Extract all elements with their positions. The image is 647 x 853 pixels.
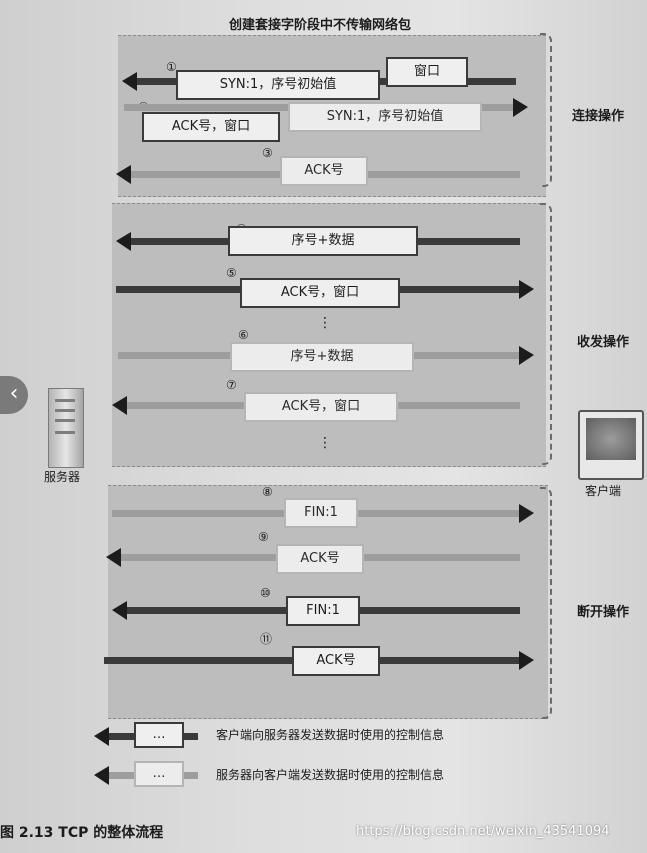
segment-box: ACK号 xyxy=(292,646,380,676)
brace-transfer xyxy=(540,203,552,465)
client-label: 客户端 xyxy=(585,484,622,498)
step-number: ⑥ xyxy=(238,328,249,342)
step-number: ⑤ xyxy=(226,266,237,280)
section-label: 连接操作 xyxy=(572,109,625,124)
segment-box: FIN:1 xyxy=(284,498,358,528)
diagram-title: 创建套接字阶段中不传输网络包 xyxy=(228,18,411,33)
step-number: ⑩ xyxy=(260,586,271,600)
legend-box: … xyxy=(134,722,184,748)
step-number: ⑦ xyxy=(226,378,237,392)
section-label: 断开操作 xyxy=(577,605,630,620)
back-nav-button[interactable]: ‹ xyxy=(0,376,28,414)
segment-box: ACK号，窗口 xyxy=(244,392,398,422)
figure-caption: 图 2.13 TCP 的整体流程 xyxy=(0,825,164,841)
segment-box: 窗口 xyxy=(386,57,468,87)
segment-box: 序号+数据 xyxy=(230,342,414,372)
watermark: https://blog.csdn.net/weixin_43541094 xyxy=(356,824,610,839)
legend-box: … xyxy=(134,761,184,787)
ellipsis: ⋮ xyxy=(318,315,332,331)
server-icon xyxy=(48,388,84,468)
step-number: ⑧ xyxy=(262,485,273,499)
client-computer-icon xyxy=(578,410,644,480)
legend-dark-text: 客户端向服务器发送数据时使用的控制信息 xyxy=(216,728,445,742)
segment-box: ACK号 xyxy=(276,544,364,574)
step-number: ⑨ xyxy=(258,530,269,544)
brace-connect xyxy=(540,33,552,187)
segment-box: FIN:1 xyxy=(286,596,360,626)
section-label: 收发操作 xyxy=(577,335,630,350)
legend-light-text: 服务器向客户端发送数据时使用的控制信息 xyxy=(216,768,445,782)
segment-box: SYN:1，序号初始值 xyxy=(288,102,482,132)
step-number: ① xyxy=(166,60,177,74)
segment-box: ACK号 xyxy=(280,156,368,186)
segment-box: SYN:1，序号初始值 xyxy=(176,70,380,100)
step-number: ⑪ xyxy=(260,632,273,646)
segment-box: ACK号，窗口 xyxy=(240,278,400,308)
brace-close xyxy=(540,487,552,719)
step-number: ③ xyxy=(262,146,273,160)
ellipsis: ⋮ xyxy=(318,435,332,451)
segment-box: 序号+数据 xyxy=(228,226,418,256)
segment-box: ACK号，窗口 xyxy=(142,112,280,142)
server-label: 服务器 xyxy=(44,470,81,484)
